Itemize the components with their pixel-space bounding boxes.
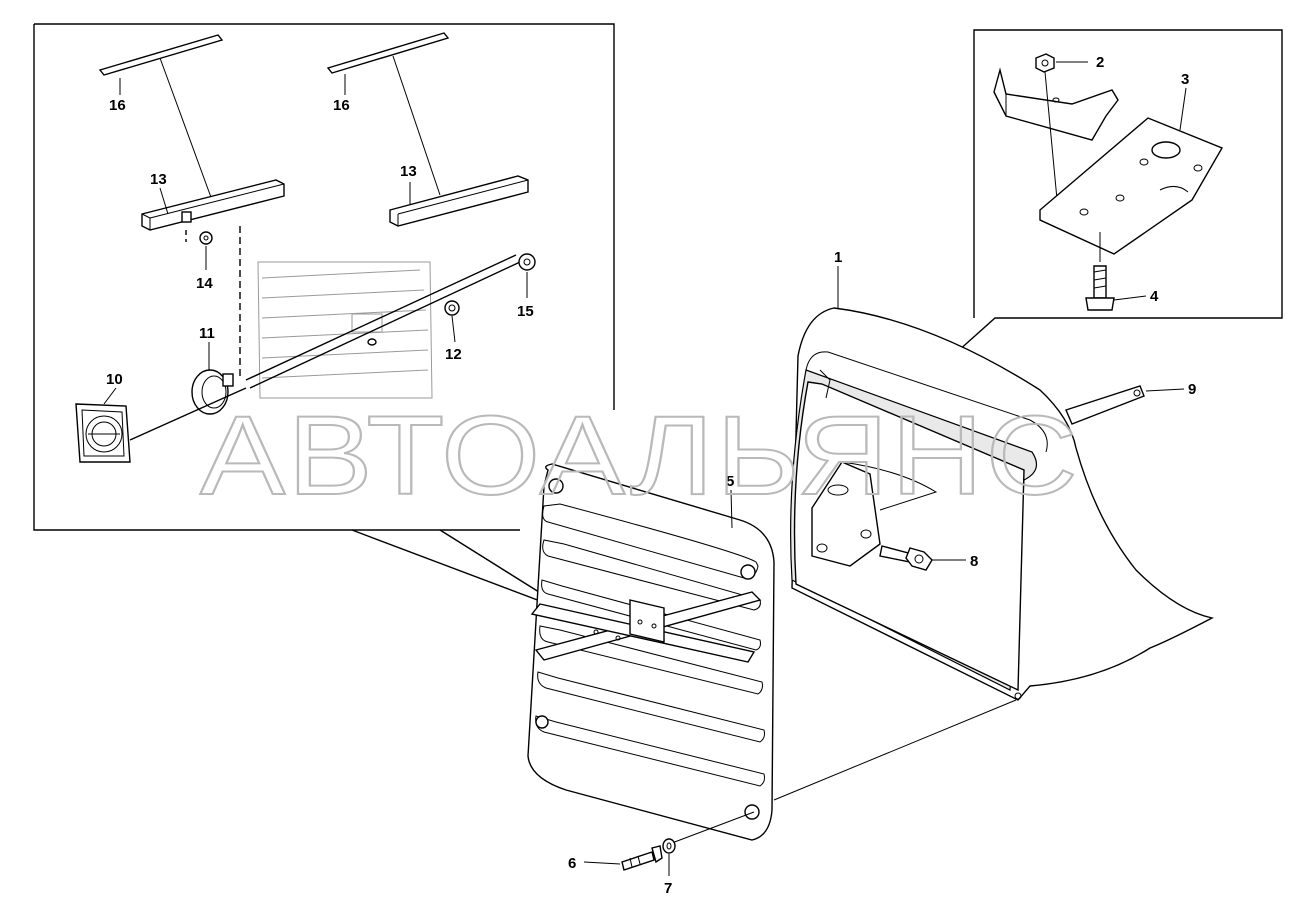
rod-pin — [245, 254, 521, 389]
callout-13-right: 13 — [400, 163, 417, 180]
watermark-text: АВТОАЛЬЯНС — [200, 393, 1080, 518]
callout-14: 14 — [196, 275, 213, 292]
callout-13-left: 13 — [150, 171, 167, 188]
washer-12 — [444, 300, 460, 316]
bolt-8 — [879, 545, 933, 571]
callout-7: 7 — [664, 880, 672, 897]
callout-16-right: 16 — [333, 97, 350, 114]
front-grille-5 — [527, 463, 775, 841]
detail-inset-frame — [33, 23, 615, 625]
nut-2 — [1035, 53, 1055, 73]
callout-2: 2 — [1096, 54, 1104, 71]
washer-7 — [662, 838, 676, 854]
clip-14 — [185, 226, 241, 380]
emblem-badge-10 — [75, 387, 247, 463]
trim-channel-13-left — [141, 179, 285, 231]
callout-6: 6 — [568, 855, 576, 872]
bolt-6 — [621, 845, 663, 871]
trim-strip-16-right — [326, 32, 450, 74]
emblem-ring-11 — [191, 369, 234, 415]
ghost-grille — [257, 261, 433, 399]
callout-15: 15 — [517, 303, 534, 320]
callout-1: 1 — [834, 249, 842, 266]
trim-strip-16-left — [98, 34, 224, 76]
callout-3: 3 — [1181, 71, 1189, 88]
mount-bracket-9 — [1065, 385, 1145, 425]
callout-11: 11 — [199, 325, 215, 342]
bracket-upper — [993, 67, 1119, 211]
callout-8: 8 — [970, 553, 978, 570]
bracket-inset-frame — [956, 29, 1283, 353]
callout-16-left: 16 — [109, 97, 126, 114]
bolt-4 — [1085, 232, 1115, 311]
leader-lines — [103, 61, 1187, 876]
callout-9: 9 — [1188, 381, 1196, 398]
callout-4: 4 — [1150, 288, 1159, 305]
callouts: 16 16 13 13 14 15 12 11 10 1 2 3 4 5 8 9… — [106, 54, 1196, 897]
plate-3 — [1039, 117, 1224, 255]
nut-15 — [518, 253, 536, 271]
grille-housing-1 — [790, 307, 1215, 701]
trim-channel-13-right — [389, 175, 529, 227]
callout-5: 5 — [726, 473, 734, 490]
callout-10: 10 — [106, 371, 123, 388]
callout-12: 12 — [445, 346, 462, 363]
